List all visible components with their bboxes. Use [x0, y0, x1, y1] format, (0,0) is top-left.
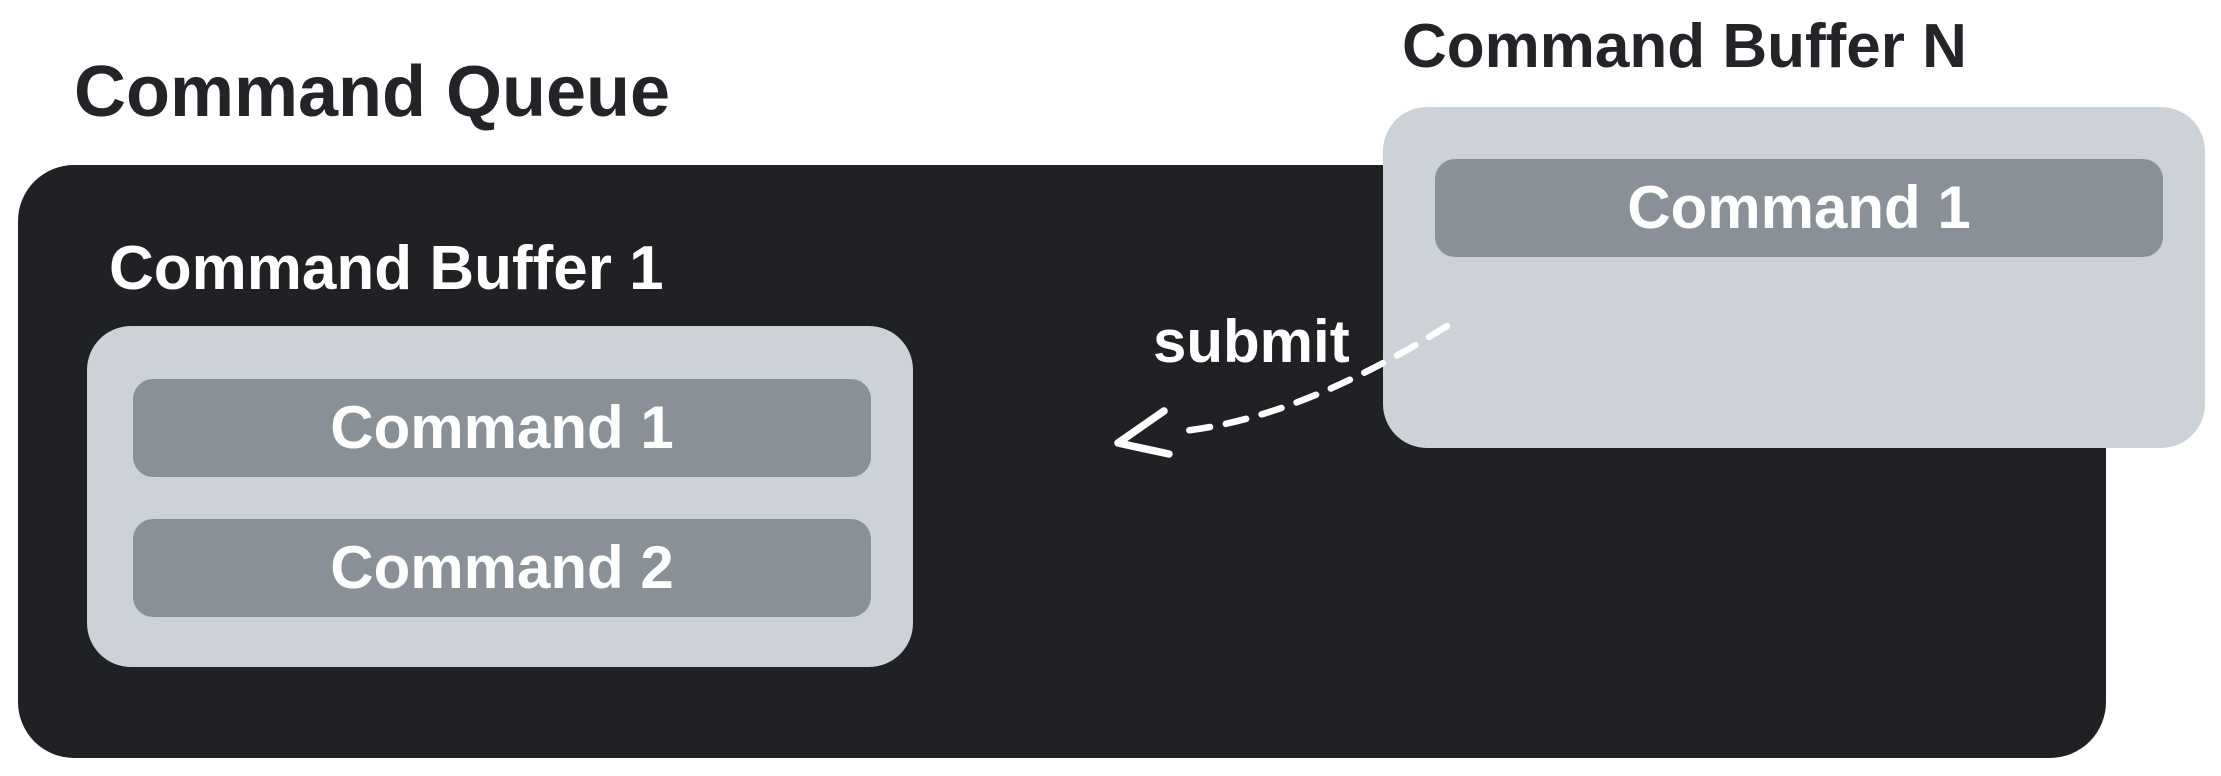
command-bar-label: Command 2 — [330, 534, 674, 601]
command-bar: Command 1 — [1435, 159, 2163, 257]
command-queue-title: Command Queue — [74, 52, 671, 132]
command-bar: Command 2 — [133, 519, 871, 617]
submit-arrow-label: submit — [1153, 308, 1350, 375]
command-buffer-1-title: Command Buffer 1 — [109, 234, 664, 303]
command-buffer-n-title: Command Buffer N — [1402, 12, 1967, 81]
command-buffer-n-box: Command 1 — [1383, 107, 2205, 448]
command-bar: Command 1 — [133, 379, 871, 477]
command-bar-label: Command 1 — [1627, 174, 1971, 241]
command-bar-label: Command 1 — [330, 394, 674, 461]
command-buffer-1-box: Command 1 Command 2 — [87, 326, 913, 667]
